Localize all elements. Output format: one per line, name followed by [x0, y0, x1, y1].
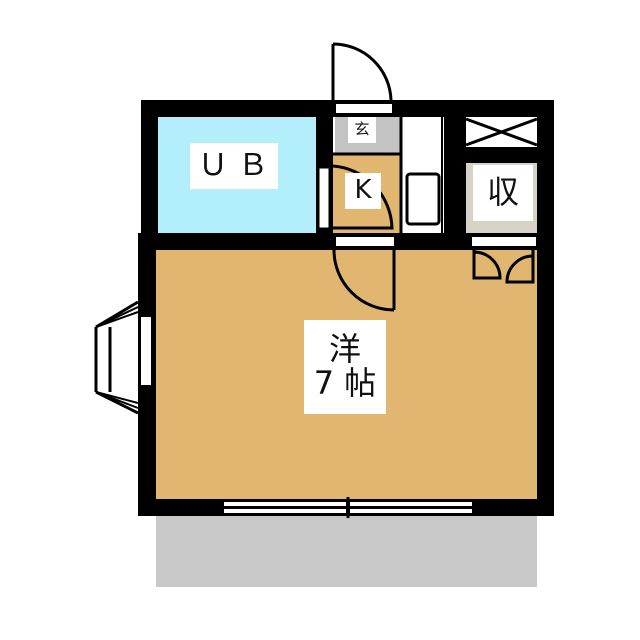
ub-door	[318, 167, 330, 229]
storage-double-door-icon	[472, 237, 536, 284]
wall-storage-top	[444, 147, 554, 163]
wall-right	[537, 100, 554, 515]
western-room-label: 洋 7 帖	[304, 320, 386, 414]
room-door-icon	[332, 237, 396, 312]
wall-left-upper	[141, 100, 158, 250]
sink-icon	[405, 172, 441, 226]
entrance-door-icon	[331, 42, 393, 113]
sliding-window-icon	[224, 497, 472, 518]
genkan-label: 玄	[348, 117, 376, 143]
room-size-text: 7 帖	[313, 364, 377, 402]
balcony	[156, 515, 537, 587]
storage-label: 収	[473, 165, 533, 221]
bay-window-icon	[94, 300, 151, 415]
kitchen-label: K	[345, 173, 381, 209]
ventilation-x-icon	[465, 117, 538, 147]
wall-counter-right	[444, 100, 466, 250]
unit-bath-label: ＵＢ	[190, 143, 278, 189]
room-type-text: 洋	[328, 330, 361, 369]
wall-bottom	[138, 499, 554, 516]
